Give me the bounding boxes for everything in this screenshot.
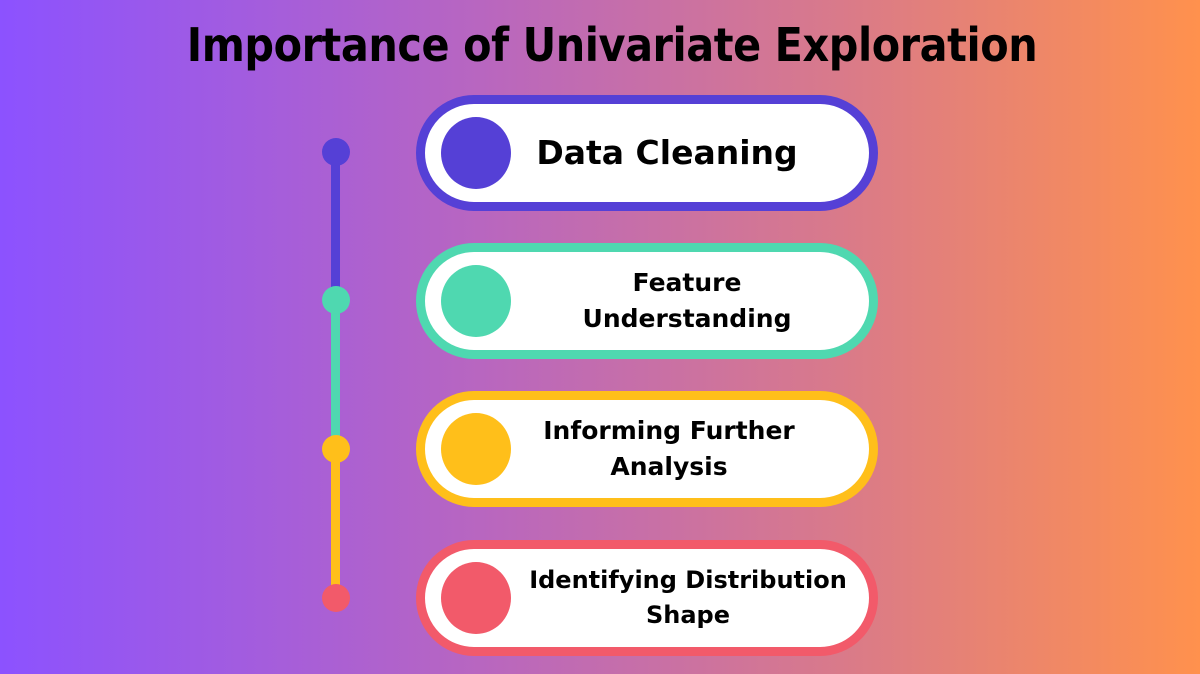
item-label: Informing Further Analysis [543, 415, 795, 481]
timeline-dot-2 [322, 286, 350, 314]
bullet-circle-icon [441, 117, 511, 189]
item-data-cleaning: Data Cleaning [416, 95, 878, 211]
bullet-circle-icon [441, 265, 511, 337]
timeline-segment-2 [331, 300, 340, 448]
timeline-segment-3 [331, 448, 340, 598]
timeline-dot-4 [322, 584, 350, 612]
item-informing-further-analysis: Informing Further Analysis [416, 391, 878, 507]
page-title: Importance of Univariate Exploration [186, 18, 1038, 72]
timeline-dot-3 [322, 435, 350, 463]
bullet-circle-icon [441, 562, 511, 634]
timeline-segment-1 [331, 152, 340, 300]
timeline-dot-1 [322, 138, 350, 166]
item-label: Feature Understanding [582, 267, 792, 333]
item-identifying-distribution-shape: Identifying Distribution Shape [416, 540, 878, 656]
item-label: Data Cleaning [536, 133, 798, 173]
item-label: Identifying Distribution Shape [529, 566, 847, 629]
item-feature-understanding: Feature Understanding [416, 243, 878, 359]
bullet-circle-icon [441, 413, 511, 485]
